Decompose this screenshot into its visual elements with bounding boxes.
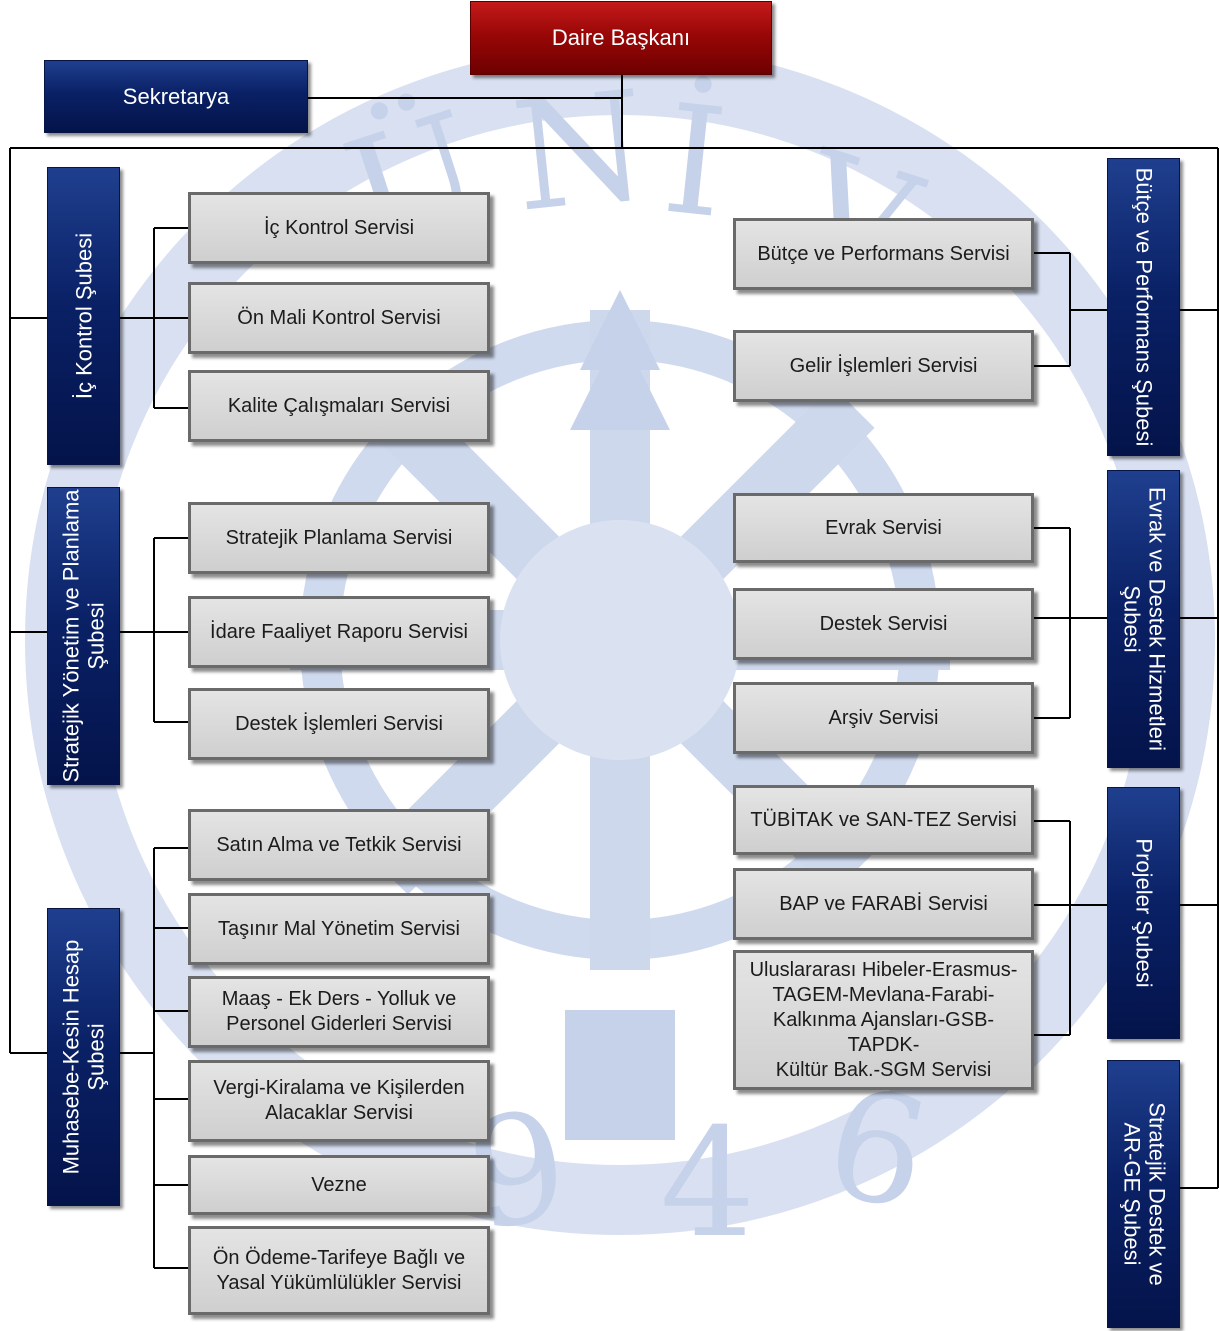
service-label: Satın Alma ve Tetkik Servisi [216,833,462,856]
service-label: BAP ve FARABİ Servisi [779,892,988,915]
service-label: TAGEM-Mevlana-Farabi- [772,983,995,1006]
service-label: Evrak Servisi [825,516,942,539]
service-label: Ön Ödeme-Tarifeye Bağlı ve [212,1246,466,1269]
service-box: Stratejik Planlama Servisi [188,502,490,574]
branch-label: Projeler Şubesi [1131,838,1157,988]
service-box: Kalite Çalışmaları Servisi [188,370,490,442]
service-label: Arşiv Servisi [828,706,939,729]
service-box: Vezne [188,1155,490,1215]
service-box: Ön Mali Kontrol Servisi [188,282,490,354]
service-box: Evrak Servisi [733,493,1034,563]
watermark-digit: 4 [660,1097,755,1271]
branch-projeler: Projeler Şubesi [1107,787,1180,1039]
service-box: Bütçe ve Performans Servisi [733,218,1034,290]
service-label: Destek Servisi [819,612,948,635]
service-box: Ön Ödeme-Tarifeye Bağlı ve Yasal Yükümlü… [188,1226,490,1315]
service-label: Taşınır Mal Yönetim Servisi [218,917,460,940]
head-box: Daire Başkanı [470,1,772,75]
service-box: İdare Faaliyet Raporu Servisi [188,596,490,668]
service-label: İdare Faaliyet Raporu Servisi [210,620,468,643]
secretary-label: Sekretarya [122,83,230,109]
service-box: Destek Servisi [733,588,1034,660]
service-label: Uluslararası Hibeler-Erasmus- [749,958,1018,981]
branch-label: Evrak ve Destek Hizmetleri Şubesi [1118,486,1169,752]
service-box: Gelir İşlemleri Servisi [733,330,1034,402]
branch-label: Stratejik Yönetim ve Planlama Şubesi [58,489,109,783]
branch-label: İç Kontrol Şubesi [70,232,96,400]
service-label: Ön Mali Kontrol Servisi [237,306,441,329]
service-box: Taşınır Mal Yönetim Servisi [188,893,490,965]
service-label: Vezne [311,1173,367,1196]
branch-stratejik-yonetim: Stratejik Yönetim ve Planlama Şubesi [47,487,120,785]
service-label: Maaş - Ek Ders - Yolluk ve [221,988,457,1010]
branch-stratejik-destek-arge: Stratejik Destek ve AR-GE Şubesi [1107,1060,1180,1328]
service-label: Vergi-Kiralama ve Kişilerden [213,1077,465,1099]
service-box: Satın Alma ve Tetkik Servisi [188,809,490,881]
service-box: Arşiv Servisi [733,682,1034,754]
service-label: Kültür Bak.-SGM Servisi [775,1058,992,1081]
service-box: Maaş - Ek Ders - Yolluk ve Personel Gide… [188,976,490,1048]
service-label: Destek İşlemleri Servisi [235,712,443,735]
branch-label: Muhasebe-Kesin Hesap Şubesi [58,939,109,1175]
service-label: Kalkınma Ajansları-GSB-TAPDK- [772,1008,995,1056]
service-label: Alacaklar Servisi [265,1102,413,1124]
branch-label: Bütçe ve Performans Şubesi [1131,167,1157,447]
branch-muhasebe: Muhasebe-Kesin Hesap Şubesi [47,908,120,1206]
branch-label: Stratejik Destek ve AR-GE Şubesi [1118,1102,1169,1286]
service-box: BAP ve FARABİ Servisi [733,868,1034,940]
branch-ic-kontrol: İç Kontrol Şubesi [47,167,120,465]
service-label: İç Kontrol Servisi [263,216,415,239]
service-label: Gelir İşlemleri Servisi [789,354,978,377]
service-box: Vergi-Kiralama ve Kişilerden Alacaklar S… [188,1060,490,1142]
service-label: Stratejik Planlama Servisi [225,526,453,549]
service-label: Yasal Yükümlülükler Servisi [216,1271,462,1294]
service-label: TÜBİTAK ve SAN-TEZ Servisi [750,808,1017,831]
head-label: Daire Başkanı [551,25,691,51]
service-box: Uluslararası Hibeler-Erasmus- TAGEM-Mevl… [733,950,1034,1090]
secretary-box: Sekretarya [44,60,308,133]
service-box: İç Kontrol Servisi [188,192,490,264]
service-label: Kalite Çalışmaları Servisi [227,394,451,417]
service-box: TÜBİTAK ve SAN-TEZ Servisi [733,785,1034,855]
branch-butce-performans: Bütçe ve Performans Şubesi [1107,158,1180,456]
service-label: Bütçe ve Performans Servisi [757,242,1010,265]
watermark-letter: N [506,59,655,246]
branch-evrak-destek: Evrak ve Destek Hizmetleri Şubesi [1107,470,1180,768]
service-label: Personel Giderleri Servisi [226,1013,452,1035]
service-box: Destek İşlemleri Servisi [188,688,490,760]
